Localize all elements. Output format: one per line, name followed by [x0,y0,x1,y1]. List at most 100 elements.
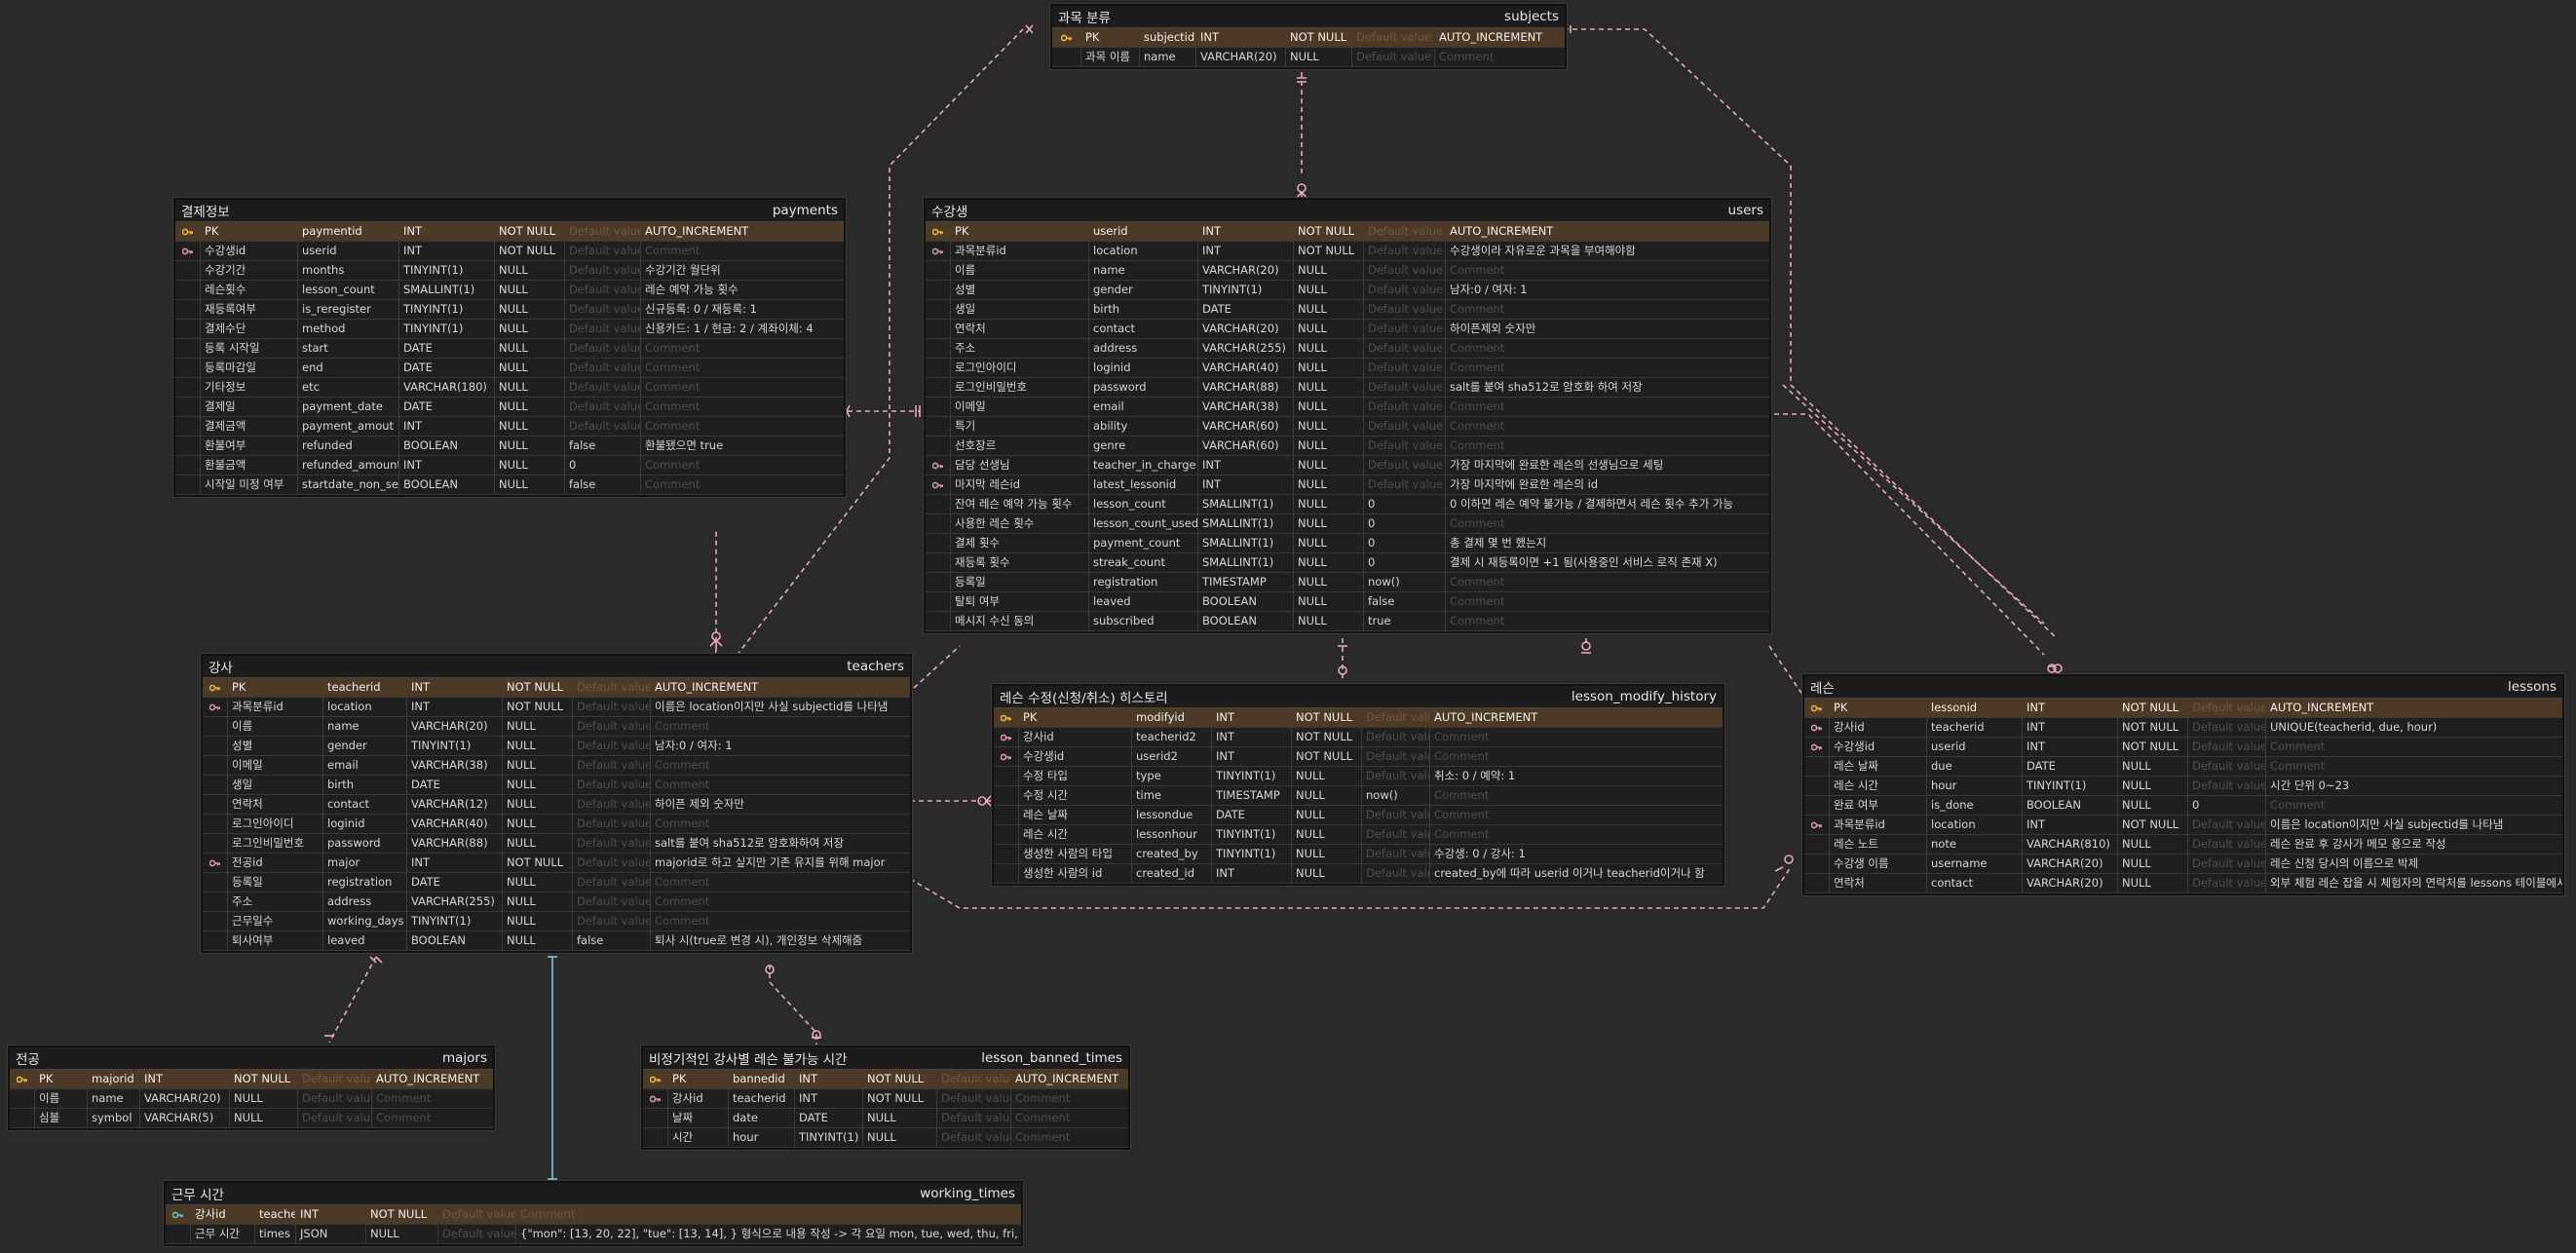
comment[interactable]: AUTO_INCREMENT [376,1072,480,1085]
default-value[interactable]: Default value [2188,738,2266,756]
comment[interactable]: 하이픈제외 숫자만 [1450,322,1536,335]
default-value[interactable]: Default value [2188,777,2266,795]
default-value[interactable]: Default value [565,378,641,397]
comment[interactable]: {"mon": [13, 20, 22], "tue": [13, 14], }… [520,1227,1021,1240]
comment[interactable]: salt를 붙여 sha512로 암호화하여 저장 [655,836,845,850]
default-value[interactable]: Default value [1362,825,1430,844]
comment[interactable]: Comment [655,816,710,830]
comment[interactable]: 이름은 location이지만 사실 subjectid를 나타냄 [655,700,889,713]
comment[interactable]: AUTO_INCREMENT [1015,1072,1119,1085]
comment[interactable]: Comment [1450,614,1505,627]
default-value[interactable]: Default value [1362,767,1430,785]
default-value[interactable]: Default value [573,873,651,892]
default-value[interactable]: Default value [2188,757,2266,776]
default-value[interactable]: Default value [573,717,651,736]
default-value[interactable]: Default value [298,1070,372,1088]
default-value[interactable]: Default value [1362,728,1430,746]
comment[interactable]: AUTO_INCREMENT [1439,30,1543,44]
default-value[interactable]: Default value [565,261,641,280]
comment[interactable]: Comment [376,1091,432,1105]
comment[interactable]: 총 결제 몇 번 했는지 [1450,536,1547,550]
comment[interactable]: Comment [1439,50,1495,63]
comment[interactable]: Comment [2270,798,2326,812]
comment[interactable]: 0 이하면 레슨 예약 불가능 / 결제하면서 레슨 횟수 추가 가능 [1450,497,1734,511]
comment[interactable]: AUTO_INCREMENT [655,680,759,694]
default-value[interactable]: Default value [438,1225,516,1243]
default-value[interactable]: Default value [1364,398,1446,416]
comment[interactable]: Comment [655,894,710,908]
comment[interactable]: Comment [1015,1130,1071,1144]
default-value[interactable]: Default value [573,737,651,755]
default-value[interactable]: Default value [1364,378,1446,397]
default-value[interactable]: Default value [1362,708,1430,727]
default-value[interactable]: Default value [1362,806,1430,824]
default-value[interactable]: Default value [1364,300,1446,319]
default-value[interactable]: Default value [1362,747,1430,766]
comment[interactable]: Comment [2270,759,2326,773]
default-value[interactable]: Default value [2188,874,2266,892]
default-value[interactable]: Default value [1364,320,1446,338]
comment[interactable]: Comment [645,458,701,472]
default-value[interactable]: Default value [438,1205,516,1224]
comment[interactable]: Comment [1434,730,1490,743]
default-value[interactable]: Default value [2188,854,2266,873]
default-value[interactable]: true [1364,612,1446,630]
default-value[interactable]: Default value [565,300,641,319]
comment[interactable]: 환불됐으면 true [645,438,724,452]
comment[interactable]: Comment [1434,808,1490,821]
comment[interactable]: 수강생이라 자유로운 과목을 부여해야함 [1450,244,1636,257]
default-value[interactable]: Default value [573,698,651,716]
comment[interactable]: 남자:0 / 여자: 1 [1450,283,1528,296]
default-value[interactable]: Default value [1364,339,1446,358]
default-value[interactable]: Default value [2188,816,2266,834]
default-value[interactable]: Default value [2188,835,2266,854]
comment[interactable]: Comment [655,778,710,791]
default-value[interactable]: Default value [573,756,651,775]
default-value[interactable]: Default value [1362,864,1430,883]
comment[interactable]: Comment [655,719,710,733]
comment[interactable]: Comment [645,399,701,413]
comment[interactable]: 가장 마지막에 완료한 레슨의 id [1450,477,1599,491]
comment[interactable]: Comment [520,1207,576,1221]
